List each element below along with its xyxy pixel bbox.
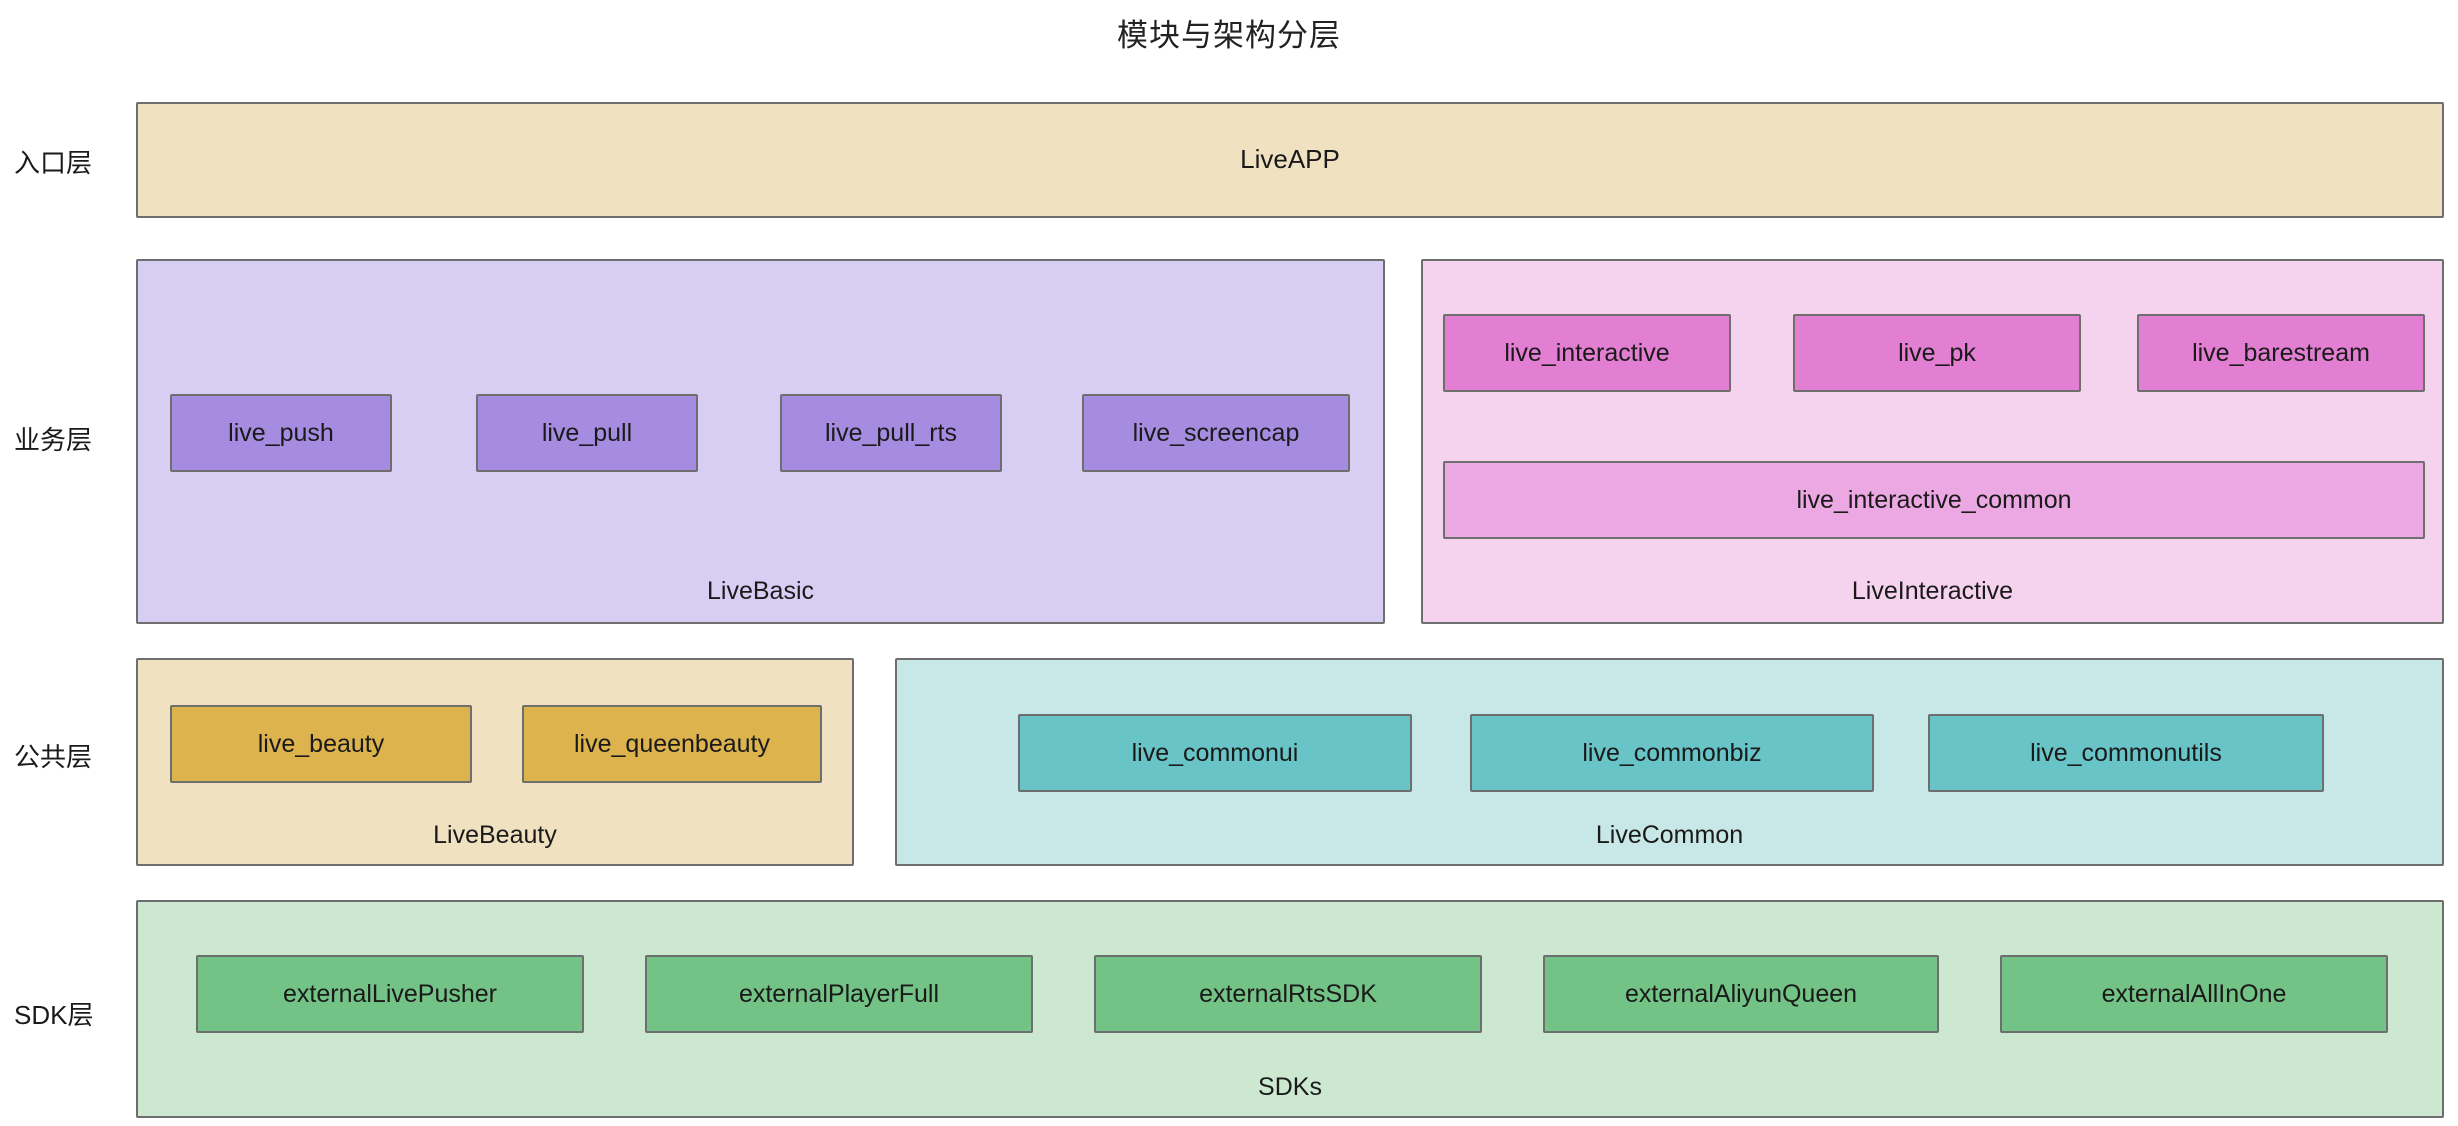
group-caption-liveinteractive: LiveInteractive xyxy=(1851,577,2014,605)
page-title: 模块与架构分层 xyxy=(1117,18,1341,53)
module-external-rtssdk[interactable]: externalRtsSDK xyxy=(1094,955,1482,1033)
group-caption-livebasic: LiveBasic xyxy=(707,577,814,605)
module-live-push[interactable]: live_push xyxy=(170,394,392,472)
module-liveapp[interactable]: LiveAPP xyxy=(136,102,2444,218)
module-live-commonui[interactable]: live_commonui xyxy=(1018,714,1412,792)
module-external-allinone[interactable]: externalAllInOne xyxy=(2000,955,2388,1033)
module-live-commonutils[interactable]: live_commonutils xyxy=(1928,714,2324,792)
module-live-queenbeauty[interactable]: live_queenbeauty xyxy=(522,705,822,783)
module-live-interactive[interactable]: live_interactive xyxy=(1443,314,1731,392)
row-label-entry: 入口层 xyxy=(14,148,93,178)
module-live-commonbiz[interactable]: live_commonbiz xyxy=(1470,714,1874,792)
module-live-barestream[interactable]: live_barestream xyxy=(2137,314,2425,392)
module-live-interactive-common[interactable]: live_interactive_common xyxy=(1443,461,2425,539)
group-caption-livebeauty: LiveBeauty xyxy=(433,821,557,849)
row-label-common: 公共层 xyxy=(14,742,93,772)
module-live-beauty[interactable]: live_beauty xyxy=(170,705,472,783)
module-live-pull-rts[interactable]: live_pull_rts xyxy=(780,394,1002,472)
module-live-pull[interactable]: live_pull xyxy=(476,394,698,472)
module-live-screencap[interactable]: live_screencap xyxy=(1082,394,1350,472)
group-caption-sdks: SDKs xyxy=(1258,1073,1322,1101)
module-live-pk[interactable]: live_pk xyxy=(1793,314,2081,392)
module-external-aliyunqueen[interactable]: externalAliyunQueen xyxy=(1543,955,1939,1033)
module-external-livepusher[interactable]: externalLivePusher xyxy=(196,955,584,1033)
row-label-sdk: SDK层 xyxy=(14,1000,94,1030)
row-label-business: 业务层 xyxy=(14,425,93,455)
module-external-playerfull[interactable]: externalPlayerFull xyxy=(645,955,1033,1033)
group-caption-livecommon: LiveCommon xyxy=(1595,821,1744,849)
